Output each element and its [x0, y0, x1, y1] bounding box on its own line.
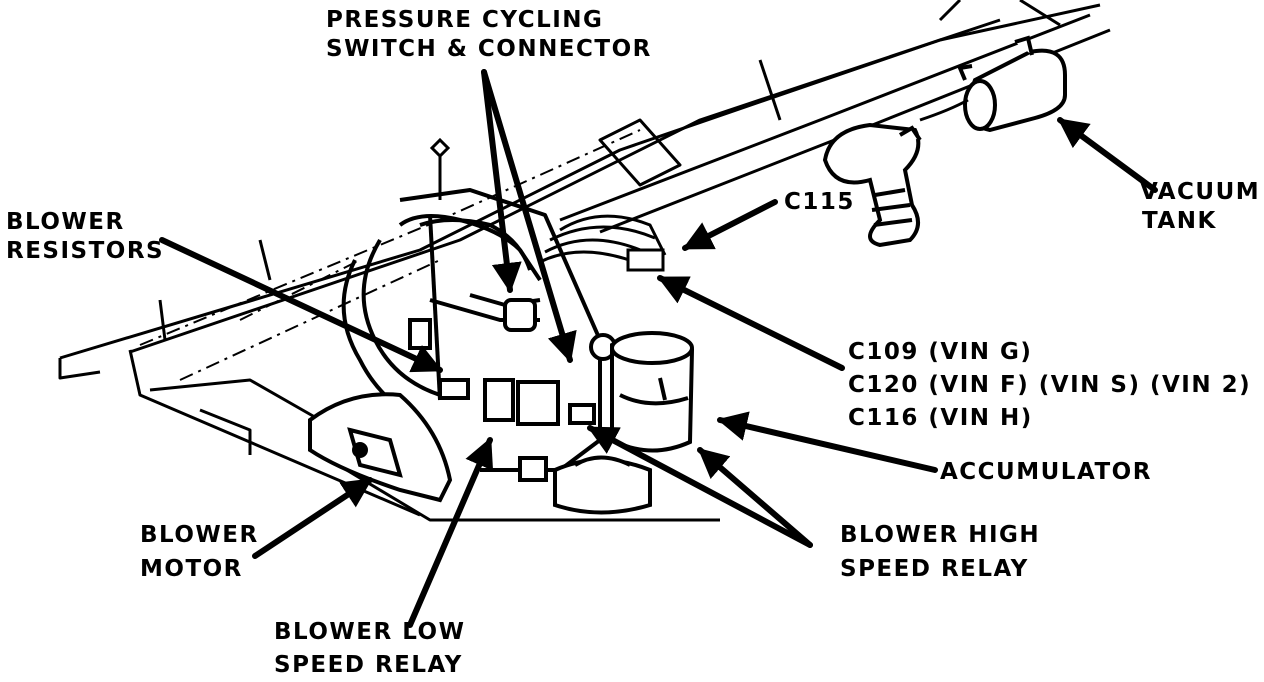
label-line: ACCUMULATOR [940, 459, 1152, 485]
vacuum-tank-shape [957, 35, 1067, 133]
cowl-frame [58, 0, 1111, 522]
label-blower-resistors: BLOWER RESISTORS [6, 208, 164, 266]
label-line: SPEED RELAY [840, 556, 1029, 582]
label-line: SPEED RELAY [274, 652, 463, 678]
label-line: PRESSURE CYCLING [326, 7, 604, 33]
vacuum-line [919, 98, 969, 122]
label-line: BLOWER [140, 522, 259, 548]
label-line: TANK [1142, 208, 1217, 234]
label-line: BLOWER HIGH [840, 522, 1041, 548]
label-blower-high-speed-relay: BLOWER HIGH SPEED RELAY [840, 518, 1040, 586]
label-connectors: C109 (VIN G) C120 (VIN F) (VIN S) (VIN 2… [848, 336, 1251, 435]
bolt [429, 137, 451, 200]
c115-harness [539, 214, 667, 272]
accumulator-shape [610, 331, 695, 453]
label-blower-motor: BLOWER MOTOR [140, 518, 259, 586]
label-accumulator: ACCUMULATOR [940, 458, 1152, 487]
label-line: C109 (VIN G) [848, 339, 1033, 365]
label-line: RESISTORS [6, 238, 165, 264]
label-line: C115 [784, 189, 855, 215]
label-line: VACUUM [1140, 179, 1261, 205]
label-pressure-cycling-switch: PRESSURE CYCLING SWITCH & CONNECTOR [326, 6, 652, 64]
leader-arrows [159, 69, 1158, 628]
label-line: MOTOR [140, 556, 243, 582]
vacuum-hose [822, 122, 922, 248]
blower-motor-shape [308, 392, 453, 503]
label-blower-low-speed-relay: BLOWER LOW SPEED RELAY [274, 616, 465, 682]
label-c115: C115 [784, 188, 855, 217]
label-line: C116 (VIN H) [848, 405, 1033, 431]
label-line: C120 (VIN F) (VIN S) (VIN 2) [848, 372, 1252, 398]
label-line: SWITCH & CONNECTOR [326, 36, 652, 62]
fan-base [553, 455, 652, 515]
label-line: BLOWER LOW [274, 619, 466, 645]
label-line: BLOWER [6, 209, 125, 235]
label-vacuum-tank: VACUUM TANK [1140, 178, 1260, 236]
